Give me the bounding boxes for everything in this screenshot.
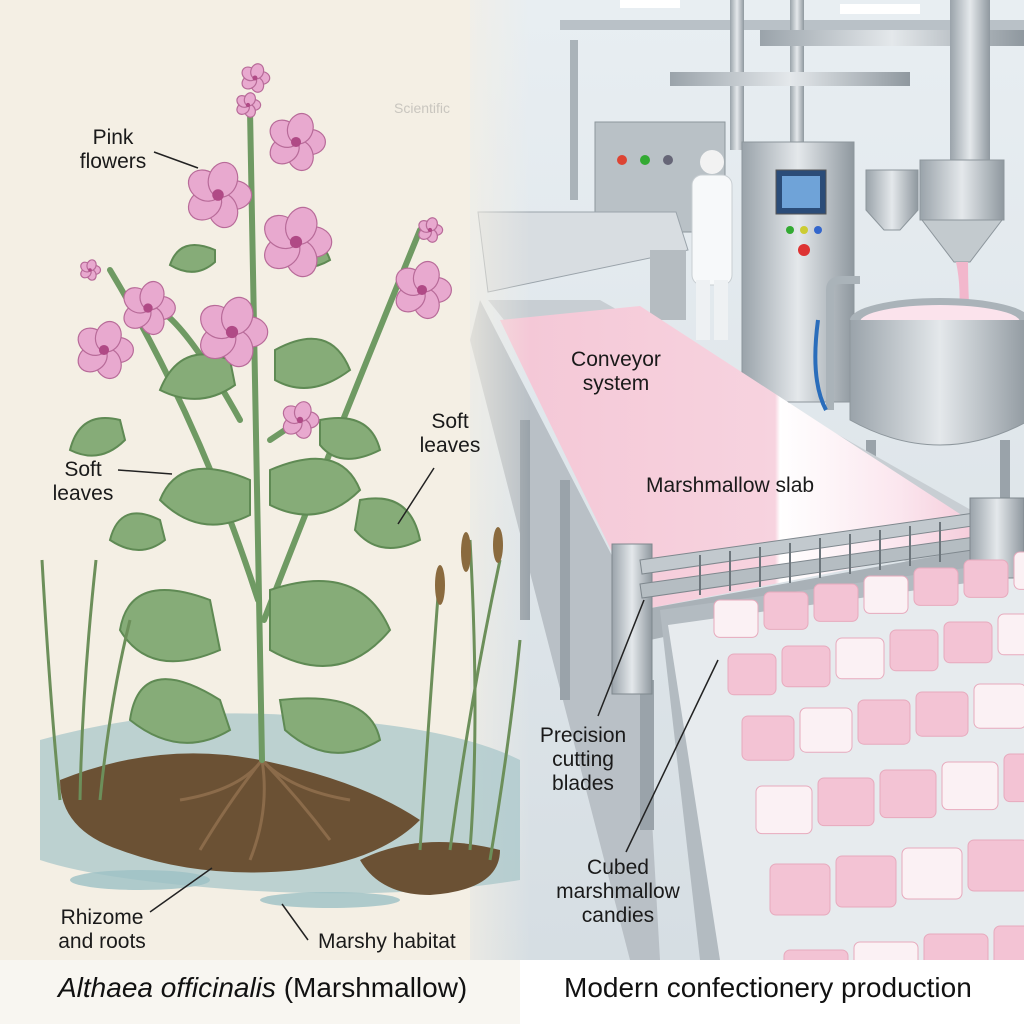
- flower: [264, 206, 333, 278]
- pink-flowers: [77, 63, 453, 439]
- label-soft-leaves-left-line1: Soft: [64, 458, 102, 481]
- marshmallow-cube: [889, 629, 939, 672]
- caption-common-name: (Marshmallow): [283, 972, 468, 1003]
- flower: [123, 280, 176, 336]
- label-marshy-habitat: Marshy habitat: [318, 930, 456, 953]
- label-soft-leaves-right-line2: leaves: [419, 434, 481, 457]
- leader-soft-leaves-left: [117, 469, 173, 475]
- leader-pink-flowers: [153, 151, 199, 169]
- label-rhizome: Rhizome and roots: [50, 906, 154, 954]
- leader-marshy: [281, 903, 309, 941]
- leader-rhizome: [149, 867, 213, 913]
- flower: [236, 92, 262, 118]
- label-rhizome-line2: and roots: [58, 930, 146, 953]
- marshmallow-cube: [915, 691, 969, 737]
- marshmallow-cube: [763, 591, 809, 630]
- label-precision-blades: Precision cutting blades: [528, 724, 638, 796]
- marshmallow-cube: [769, 863, 831, 916]
- flower: [200, 296, 269, 368]
- flower: [418, 217, 444, 243]
- marshmallow-cube: [863, 575, 909, 614]
- label-pink-flowers: Pink flowers: [70, 126, 156, 174]
- label-cubes-line2: marshmallow: [556, 880, 680, 903]
- marshmallow-cube: [941, 761, 999, 811]
- marshmallow-cube: [755, 785, 813, 835]
- caption-left: Althaea officinalis (Marshmallow): [58, 972, 467, 1004]
- label-conveyor-system: Conveyor system: [556, 348, 676, 396]
- flower: [241, 63, 271, 93]
- label-cubes-line3: candies: [581, 904, 655, 927]
- label-soft-leaves-left-line2: leaves: [52, 482, 114, 505]
- marshmallow-cube: [1003, 753, 1024, 803]
- marshmallow-cube: [913, 567, 959, 606]
- leader-soft-leaves-right: [397, 467, 435, 525]
- marshmallow-cube: [799, 707, 853, 753]
- marshmallow-cube: [997, 613, 1024, 656]
- flower: [187, 161, 253, 229]
- marshmallow-cube: [963, 559, 1009, 598]
- marshmallow-cube: [727, 653, 777, 696]
- marshmallow-cube: [813, 583, 859, 622]
- flower: [269, 112, 327, 172]
- label-blades-line2: cutting: [552, 748, 614, 771]
- caption-right: Modern confectionery production: [564, 972, 972, 1003]
- label-soft-leaves-right-line1: Soft: [431, 410, 469, 433]
- marshmallow-cube: [973, 683, 1024, 729]
- marshmallow-cube: [741, 715, 795, 761]
- flower: [77, 320, 134, 380]
- label-marshmallow-slab: Marshmallow slab: [646, 474, 815, 497]
- marshmallow-cube: [781, 645, 831, 688]
- marshmallow-cube: [943, 621, 993, 664]
- flower: [395, 260, 453, 320]
- marshmallow-cube: [967, 839, 1024, 892]
- marshmallow-cube: [879, 769, 937, 819]
- label-conveyor-line1: Conveyor: [571, 348, 661, 371]
- marshmallow-cube: [713, 599, 759, 638]
- leader-cubes: [625, 659, 719, 853]
- label-cubed-candies: Cubed marshmallow candies: [546, 856, 690, 928]
- label-blades-line3: blades: [552, 772, 614, 795]
- label-conveyor-line2: system: [582, 372, 650, 395]
- label-soft-leaves-left: Soft leaves: [46, 458, 120, 506]
- label-pink-flowers-line2: flowers: [79, 150, 147, 173]
- marshmallow-cube: [817, 777, 875, 827]
- marshmallow-cube: [1013, 551, 1024, 590]
- marshmallow-cube: [901, 847, 963, 900]
- flower: [80, 259, 102, 281]
- watermark-text: Scientific: [394, 100, 451, 116]
- leader-blades: [597, 599, 645, 717]
- marshmallow-cube: [857, 699, 911, 745]
- marshmallow-cube: [835, 637, 885, 680]
- label-rhizome-line1: Rhizome: [60, 906, 144, 929]
- label-blades-line1: Precision: [539, 724, 627, 747]
- caption-species: Althaea officinalis: [58, 972, 276, 1003]
- label-cubes-line1: Cubed: [587, 856, 649, 879]
- marshmallow-cube: [835, 855, 897, 908]
- label-soft-leaves-right: Soft leaves: [412, 410, 488, 458]
- flower: [282, 401, 320, 439]
- label-pink-flowers-line1: Pink: [92, 126, 134, 149]
